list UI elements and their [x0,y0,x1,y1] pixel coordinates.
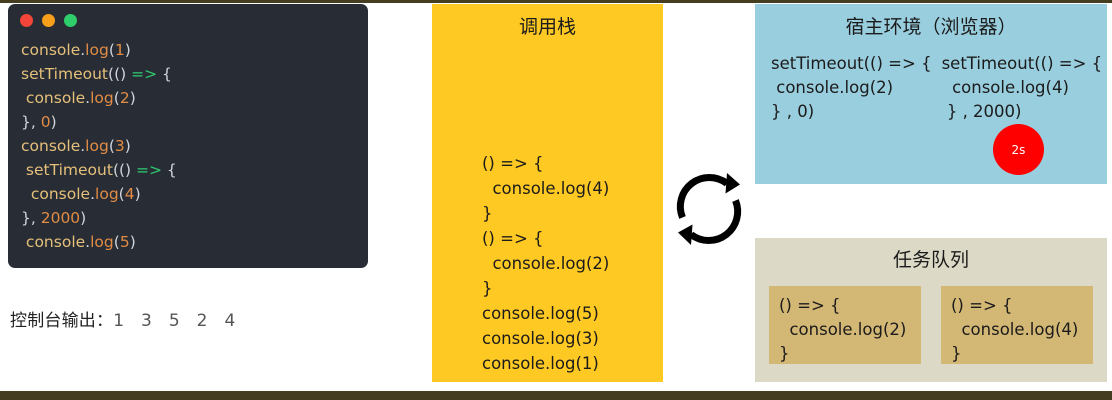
code-token: console [21,137,81,155]
event-loop-arrows-icon [670,170,748,248]
host-environment-panel: 宿主环境（浏览器） setTimeout(() => { console.log… [755,4,1107,184]
code-line: console.log(5) [21,230,360,254]
code-token: console [21,41,81,59]
window-control-dots [20,14,77,27]
close-red-dot-icon[interactable] [20,14,33,27]
code-token: 5 [119,233,130,251]
console-output-values: 1 3 5 2 4 [113,311,236,331]
call-stack-frame: console.log(1) [482,354,599,373]
call-stack-frame-list: () => { console.log(4) }() => { console.… [482,151,655,376]
code-token: ) [129,233,136,251]
task-queue-item: () => { console.log(4) } [941,286,1093,364]
timer-countdown-badge: 2s [993,124,1044,175]
code-token: ) [134,185,141,203]
call-stack-title: 调用栈 [518,16,576,38]
code-token: setTimeout [21,161,113,179]
code-token: log [85,137,109,155]
task-queue-panel: 任务队列 () => { console.log(2) }() => { con… [755,238,1107,382]
task-queue-item: () => { console.log(2) } [769,286,921,364]
code-token: => [131,65,158,83]
console-output-line: 控制台输出：1 3 5 2 4 [10,306,236,331]
code-line: }, 2000) [21,206,360,230]
code-token: (() [112,161,137,179]
code-token: ( [108,137,115,155]
code-token: 2 [119,89,130,107]
code-token: 2000 [40,209,81,227]
code-token: ) [80,209,87,227]
code-token: (() [108,65,132,83]
code-line: console.log(1) [21,38,360,62]
host-timer-entry: setTimeout(() => { console.log(2) } , 0) [771,54,932,121]
code-token: . [85,89,91,107]
task-queue-title: 任务队列 [892,249,969,271]
call-stack-frame: console.log(5) [482,304,599,323]
code-token: setTimeout [21,65,109,83]
maximize-green-dot-icon[interactable] [64,14,77,27]
code-token: console [21,89,86,107]
minimize-amber-dot-icon[interactable] [42,14,55,27]
code-editor-window: console.log(1)setTimeout(() => { console… [8,4,368,268]
bottom-divider-rule [0,391,1112,400]
code-token: log [90,233,114,251]
code-token: . [90,185,96,203]
code-line: }, 0) [21,110,360,134]
call-stack-frame: () => { console.log(4) } [482,154,610,223]
console-output-label: 控制台输出： [10,311,114,331]
code-token: { [162,161,177,179]
code-token: 4 [124,185,135,203]
code-token: log [95,185,119,203]
host-environment-title: 宿主环境（浏览器） [845,16,1017,38]
call-stack-frame: () => { console.log(2) } [482,229,610,298]
code-token: log [90,89,114,107]
code-line: setTimeout(() => { [21,158,360,182]
code-token: . [85,233,91,251]
code-token: 3 [114,137,125,155]
code-line: console.log(2) [21,86,360,110]
code-token: 1 [114,41,125,59]
code-token: 0 [40,113,51,131]
code-token: }, [21,209,41,227]
code-token: ( [118,185,125,203]
code-token: { [157,65,172,83]
code-token: ) [50,113,57,131]
top-divider-rule [0,0,1112,3]
code-token: console [21,185,91,203]
code-token: ) [124,41,131,59]
source-code-block: console.log(1)setTimeout(() => { console… [21,38,360,254]
code-token: console [21,233,86,251]
call-stack-panel: 调用栈 () => { console.log(4) }() => { cons… [432,4,663,382]
code-token: }, [21,113,41,131]
host-timer-entry: setTimeout(() => { console.log(4) } , 20… [941,54,1103,121]
code-token: . [80,41,86,59]
task-queue-item-list: () => { console.log(2) } () => { console.… [769,286,1093,364]
code-token: . [80,137,86,155]
call-stack-frame: console.log(3) [482,329,599,348]
host-timer-list: setTimeout(() => { console.log(2) } , 0)… [771,52,1102,124]
code-token: ( [113,89,120,107]
code-token: ) [129,89,136,107]
code-token: => [136,161,162,179]
code-token: ( [108,41,115,59]
code-token: ) [124,137,131,155]
code-line: console.log(3) [21,134,360,158]
code-token: ( [113,233,120,251]
code-token: log [85,41,109,59]
code-line: console.log(4) [21,182,360,206]
code-line: setTimeout(() => { [21,62,360,86]
